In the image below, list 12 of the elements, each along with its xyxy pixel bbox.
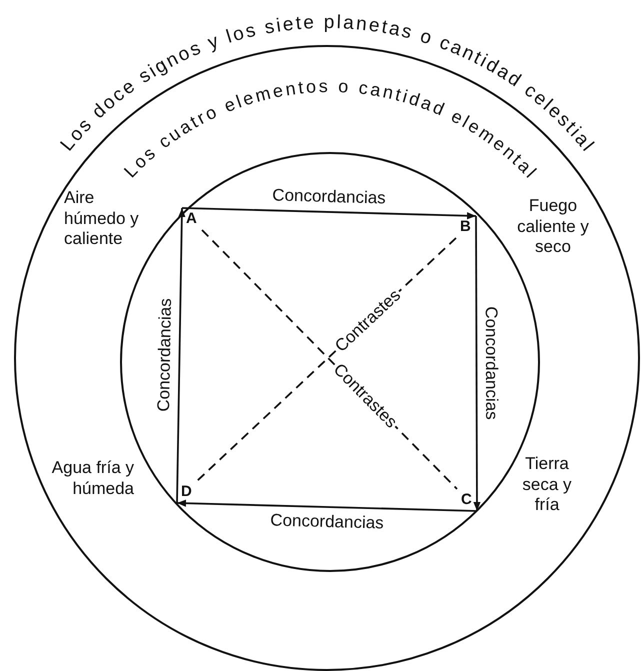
arrow: [176, 208, 186, 504]
arrow: [473, 216, 481, 511]
arrow: [182, 207, 476, 220]
element-caption: Fuego caliente y seco: [516, 196, 590, 258]
arrow: [176, 500, 478, 512]
element-caption: Agua fría y húmeda: [50, 458, 134, 500]
corner-letter: A: [186, 211, 197, 227]
element-caption: Tierra seca y fría: [521, 454, 573, 516]
corner-letter: C: [461, 492, 472, 508]
corner-letter: B: [460, 219, 471, 235]
corner-letter: D: [181, 484, 192, 500]
element-caption: Aire húmedo y caliente: [64, 188, 140, 250]
